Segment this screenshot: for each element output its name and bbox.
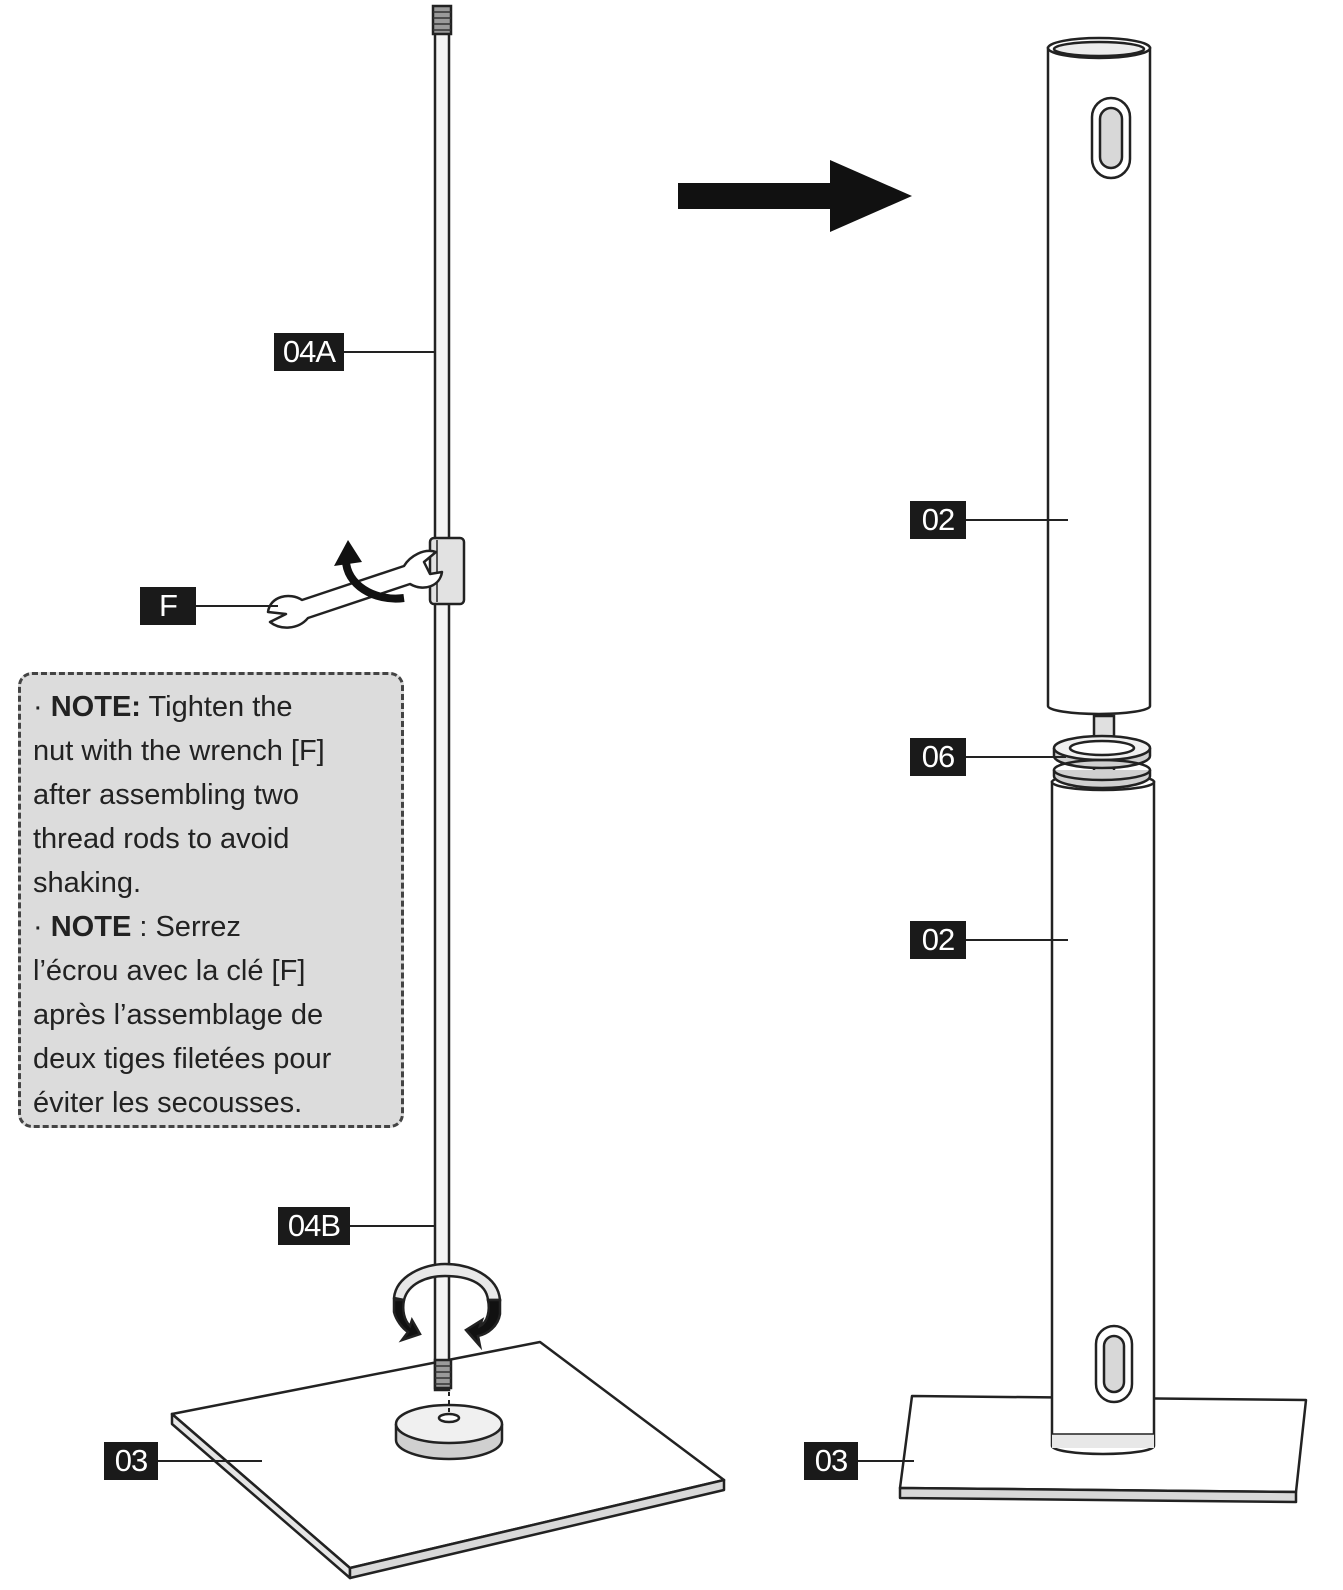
threaded-rod (431, 4, 453, 1414)
leader-lines-left (158, 351, 436, 1462)
leader-lines-right (858, 519, 1068, 1462)
note-fr-line-5: éviter les secousses. (33, 1087, 303, 1119)
note-en-line-3: after assembling two (33, 779, 299, 811)
label-f: F (140, 587, 196, 625)
note-en-line-1: · NOTE: Tighten the (33, 691, 293, 723)
base-washer (394, 1403, 504, 1461)
label-06: 06 (910, 738, 966, 776)
label-03-left: 03 (104, 1442, 158, 1480)
twist-arrows-icon (392, 1262, 502, 1351)
note-box: · NOTE: Tighten the nut with the wrench … (18, 672, 404, 1128)
label-04a: 04A (274, 333, 344, 371)
note-en-line-2: nut with the wrench [F] (33, 735, 325, 767)
note-en-line-4: thread rods to avoid (33, 823, 290, 855)
note-fr-line-2: l’écrou avec la clé [F] (33, 955, 306, 987)
note-fr-line-1: · NOTE : Serrez (33, 911, 241, 943)
spacer-ring (1052, 714, 1152, 790)
label-04b: 04B (278, 1207, 350, 1245)
label-02-lower: 02 (910, 921, 966, 959)
note-fr-line-3: après l’assemblage de (33, 999, 324, 1031)
arrow-right-icon (678, 160, 912, 232)
note-en-line-5: shaking. (33, 867, 142, 899)
label-03-right: 03 (804, 1442, 858, 1480)
wrench-icon (266, 549, 444, 629)
rotate-arrow-icon (334, 540, 405, 603)
label-02-upper: 02 (910, 501, 966, 539)
coupling-nut (428, 536, 466, 606)
tube-upper (1046, 36, 1152, 716)
tube-lower (1050, 772, 1156, 1456)
note-fr-line-4: deux tiges filetées pour (33, 1043, 332, 1075)
